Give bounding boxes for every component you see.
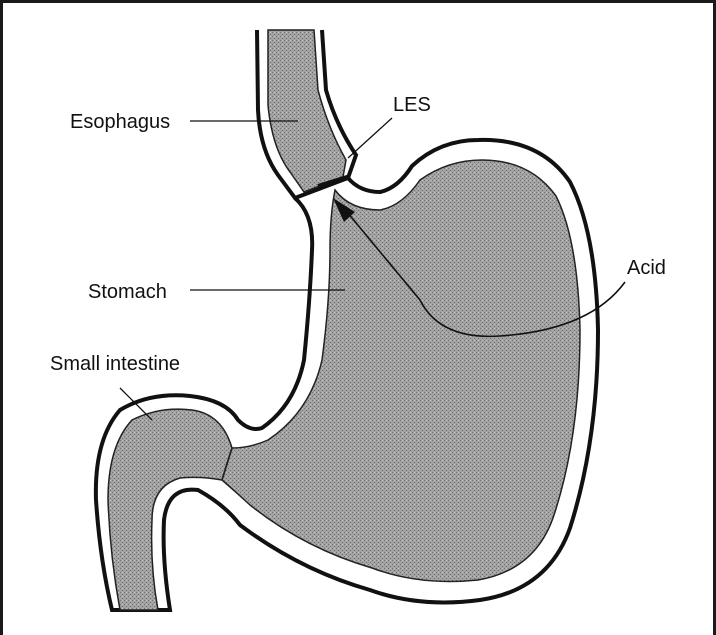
les-leader-line (348, 118, 392, 158)
small-intestine-leader-line (120, 388, 152, 420)
stomach-lumen (222, 160, 580, 582)
stomach-label: Stomach (88, 281, 167, 303)
esophagus-label: Esophagus (70, 111, 170, 133)
acid-label: Acid (627, 257, 666, 279)
les-label: LES (393, 94, 431, 116)
small-intestine-lumen (108, 409, 232, 610)
small-intestine-label: Small intestine (50, 353, 180, 375)
esophagus (257, 30, 356, 198)
